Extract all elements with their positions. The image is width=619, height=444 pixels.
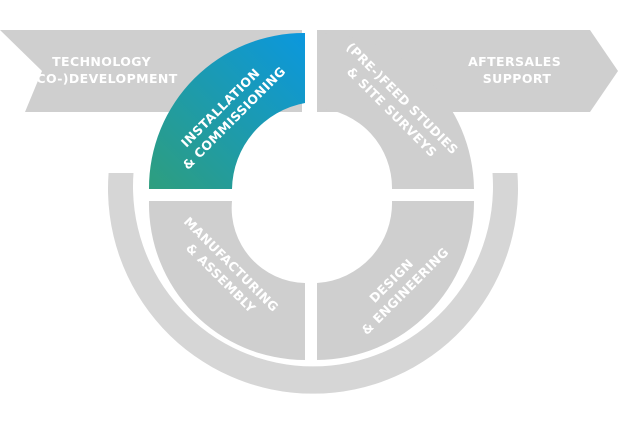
arrow-right-line1: AFTERSALES [468, 54, 561, 69]
quadrant-design-engineering[interactable] [317, 201, 475, 360]
quadrant-manufacturing-assembly[interactable] [148, 201, 305, 360]
arrow-left-line2: (CO-)DEVELOPMENT [30, 71, 178, 86]
quadrant-installation-commissioning[interactable] [148, 32, 305, 190]
arrow-left-label: TECHNOLOGY (CO-)DEVELOPMENT [30, 54, 178, 86]
project-management-label-path: PROJECT MANAGEMENT [247, 414, 378, 436]
project-management-ring [108, 173, 518, 394]
arrow-right-label: AFTERSALES SUPPORT [468, 54, 566, 86]
arrow-right-line2: SUPPORT [483, 71, 552, 86]
quadrant-feed-studies-site-surveys[interactable] [317, 33, 474, 189]
arrow-left-line1: TECHNOLOGY [52, 54, 152, 69]
project-management-label: PROJECT MANAGEMENT [247, 414, 379, 436]
